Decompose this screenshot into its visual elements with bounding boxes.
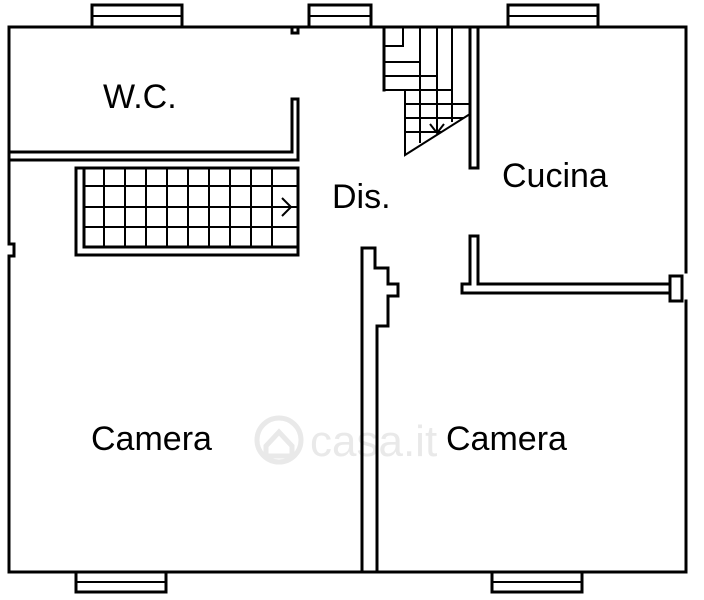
top-notch <box>290 25 300 35</box>
watermark-text: casa.it <box>310 417 437 466</box>
kitchen-wall-end <box>668 274 684 303</box>
outer-wall <box>7 25 688 574</box>
watermark: casa.it <box>254 415 437 466</box>
stairs-upper <box>384 27 471 157</box>
stairs-lower <box>84 168 298 247</box>
stair-arrow-icon <box>429 123 445 135</box>
left-notch <box>7 242 16 258</box>
stair-box-lower-inner <box>82 166 300 257</box>
room-labels: W.C. Dis. Cucina Camera Camera <box>91 78 608 458</box>
wc-wall <box>7 97 300 162</box>
walls <box>7 25 688 574</box>
house-logo-icon <box>254 415 304 465</box>
stairs-upper-steps <box>384 27 470 133</box>
stair-frame-upper <box>382 25 480 170</box>
central-partition <box>360 246 400 574</box>
room-label-camera-left: Camera <box>91 420 212 458</box>
room-label-cucina: Cucina <box>502 157 608 195</box>
room-label-wc: W.C. <box>103 78 177 116</box>
room-label-dis: Dis. <box>332 178 391 216</box>
stair-arrow-icon <box>281 197 293 217</box>
stairs-upper-verticals <box>419 62 453 143</box>
stairs-upper-outline <box>384 89 471 157</box>
room-label-camera-right: Camera <box>446 420 567 458</box>
kitchen-wall <box>460 234 672 295</box>
